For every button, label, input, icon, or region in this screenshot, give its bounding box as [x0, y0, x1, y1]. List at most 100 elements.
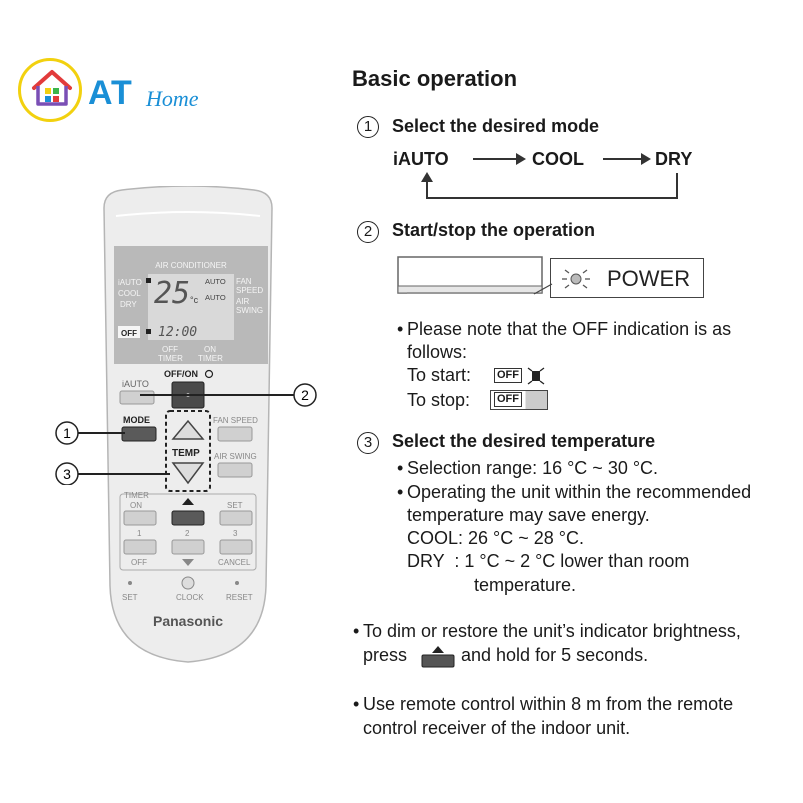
set-label: SET — [122, 593, 138, 602]
flow-iauto: iAUTO — [393, 149, 449, 169]
remote-brand: Panasonic — [153, 613, 223, 629]
off-note-line-1: Please note that the OFF indication is a… — [397, 318, 731, 341]
arrow-right-icon — [641, 153, 651, 165]
lcd-mode-cool: COOL — [118, 289, 141, 298]
callout-1: 1 — [63, 425, 71, 441]
step-2-heading: Start/stop the operation — [392, 220, 596, 240]
cool-range: COOL: 26 °C ~ 28 °C. — [407, 528, 584, 548]
mode-flow-arrows — [421, 153, 678, 199]
timer-label: TIMER — [124, 491, 149, 500]
lcd-fan: FAN — [236, 277, 252, 286]
temp-label: TEMP — [172, 448, 200, 459]
lcd-auto-swing: AUTO — [205, 293, 226, 302]
lcd-screen — [148, 274, 234, 340]
arrow-right-icon — [516, 153, 526, 165]
clock-button[interactable] — [181, 576, 195, 590]
timer-off-label: OFF — [131, 558, 147, 567]
house-icon — [32, 70, 72, 106]
lcd-off-tag: OFF — [121, 329, 137, 338]
operate-line-2: temperature may save energy. — [407, 505, 650, 525]
off-stop-badge: OFF — [494, 392, 522, 407]
timer-2-label: 2 — [185, 529, 190, 538]
timer-3-label: 3 — [233, 529, 238, 538]
power-indicator-box: POWER — [550, 258, 704, 298]
lcd-air: AIR — [236, 297, 250, 306]
air-swing-label: AIR SWING — [214, 452, 257, 461]
lcd-clock: 12:00 — [158, 325, 197, 340]
flow-dry: DRY — [655, 149, 693, 169]
reset-label: RESET — [226, 593, 253, 602]
lcd-auto-fan: AUTO — [205, 277, 226, 286]
display-title: AIR CONDITIONER — [155, 261, 227, 270]
step-3-heading: Select the desired temperature — [392, 431, 656, 451]
off-start-indicator: OFF — [490, 366, 548, 386]
temp-range: Selection range: 16 °C ~ 30 °C. — [397, 457, 658, 480]
flow-cool: COOL — [532, 149, 584, 169]
range-note-line-1: Use remote control within 8 m from the r… — [353, 693, 733, 716]
indoor-unit-illustration — [397, 256, 543, 294]
logo-text-home: Home — [146, 86, 199, 111]
callout-3-circle — [55, 462, 79, 485]
timer-up-button[interactable] — [171, 510, 205, 526]
remote-control: AIR CONDITIONER iAUTO COOL DRY 25 °c AUT… — [103, 186, 273, 663]
timer-on-button[interactable] — [123, 510, 157, 526]
to-start-label: To start: — [407, 365, 472, 385]
fan-speed-label: FAN SPEED — [213, 416, 258, 425]
step-1-heading: Select the desired mode — [392, 116, 600, 136]
callouts: 2 1 3 — [55, 383, 317, 485]
power-label: POWER — [607, 266, 691, 291]
lcd-unit: °c — [190, 295, 199, 305]
dim-line-1: To dim or restore the unit’s indicator b… — [353, 620, 741, 643]
timer-set-button[interactable] — [219, 510, 253, 526]
fan-speed-button[interactable] — [217, 426, 253, 442]
dry-range-line-2: temperature. — [474, 575, 577, 595]
dim-press: press — [363, 645, 408, 665]
step-1-number: 1 — [357, 116, 379, 138]
up-button-icon — [421, 646, 455, 668]
timer-cancel-button[interactable] — [219, 539, 253, 555]
dim-hold: and hold for 5 seconds. — [461, 645, 649, 665]
timer-1-label: 1 — [137, 529, 142, 538]
indicator-light-icon — [562, 269, 590, 289]
lcd-on-timer-1: ON — [204, 345, 216, 354]
timer-up-arrow-icon — [182, 498, 194, 505]
iauto-label: iAUTO — [122, 379, 149, 389]
timer-cancel-label: CANCEL — [218, 558, 251, 567]
timer-set-label: SET — [227, 501, 243, 510]
arrow-up-icon — [421, 172, 433, 182]
lcd-mode-dry: DRY — [120, 300, 137, 309]
lcd-off-timer-2: TIMER — [158, 354, 183, 363]
callout-2: 2 — [301, 387, 309, 403]
operate-line-1: Operating the unit within the recommende… — [397, 481, 751, 504]
brand-logo: AT Home — [18, 58, 208, 128]
callout-3: 3 — [63, 466, 71, 482]
timer-on-label: ON — [130, 501, 142, 510]
lcd-mode-iauto: iAUTO — [118, 278, 142, 287]
mode-label: MODE — [123, 415, 150, 425]
pointer-icon — [533, 283, 553, 295]
offon-label: OFF/ON — [164, 369, 198, 379]
timer-down-arrow-icon — [182, 559, 194, 566]
lcd-swing: SWING — [236, 306, 263, 315]
dry-range-line-1: DRY : 1 °C ~ 2 °C lower than room — [407, 551, 690, 571]
temp-highlight-box — [165, 410, 211, 492]
temp-down-button[interactable] — [171, 462, 205, 485]
callout-1-circle — [55, 421, 79, 445]
lcd-temperature: 25 — [154, 276, 190, 311]
range-note-line-2: control receiver of the indoor unit. — [363, 718, 631, 738]
timer-down-button[interactable] — [171, 539, 205, 555]
temp-up-button[interactable] — [171, 419, 205, 440]
blink-icon — [527, 367, 545, 385]
off-start-badge: OFF — [494, 368, 522, 383]
lcd-off-timer-1: OFF — [162, 345, 178, 354]
air-swing-button[interactable] — [217, 462, 253, 478]
timer-off-button[interactable] — [123, 539, 157, 555]
timer-group — [119, 493, 257, 571]
lcd-speed: SPEED — [236, 286, 263, 295]
step-3-number: 3 — [357, 432, 379, 454]
page-title: Basic operation — [352, 66, 518, 91]
callout-2-circle — [293, 383, 317, 407]
step-2-number: 2 — [357, 221, 379, 243]
logo-ring — [18, 58, 82, 122]
lcd-on-timer-2: TIMER — [198, 354, 223, 363]
